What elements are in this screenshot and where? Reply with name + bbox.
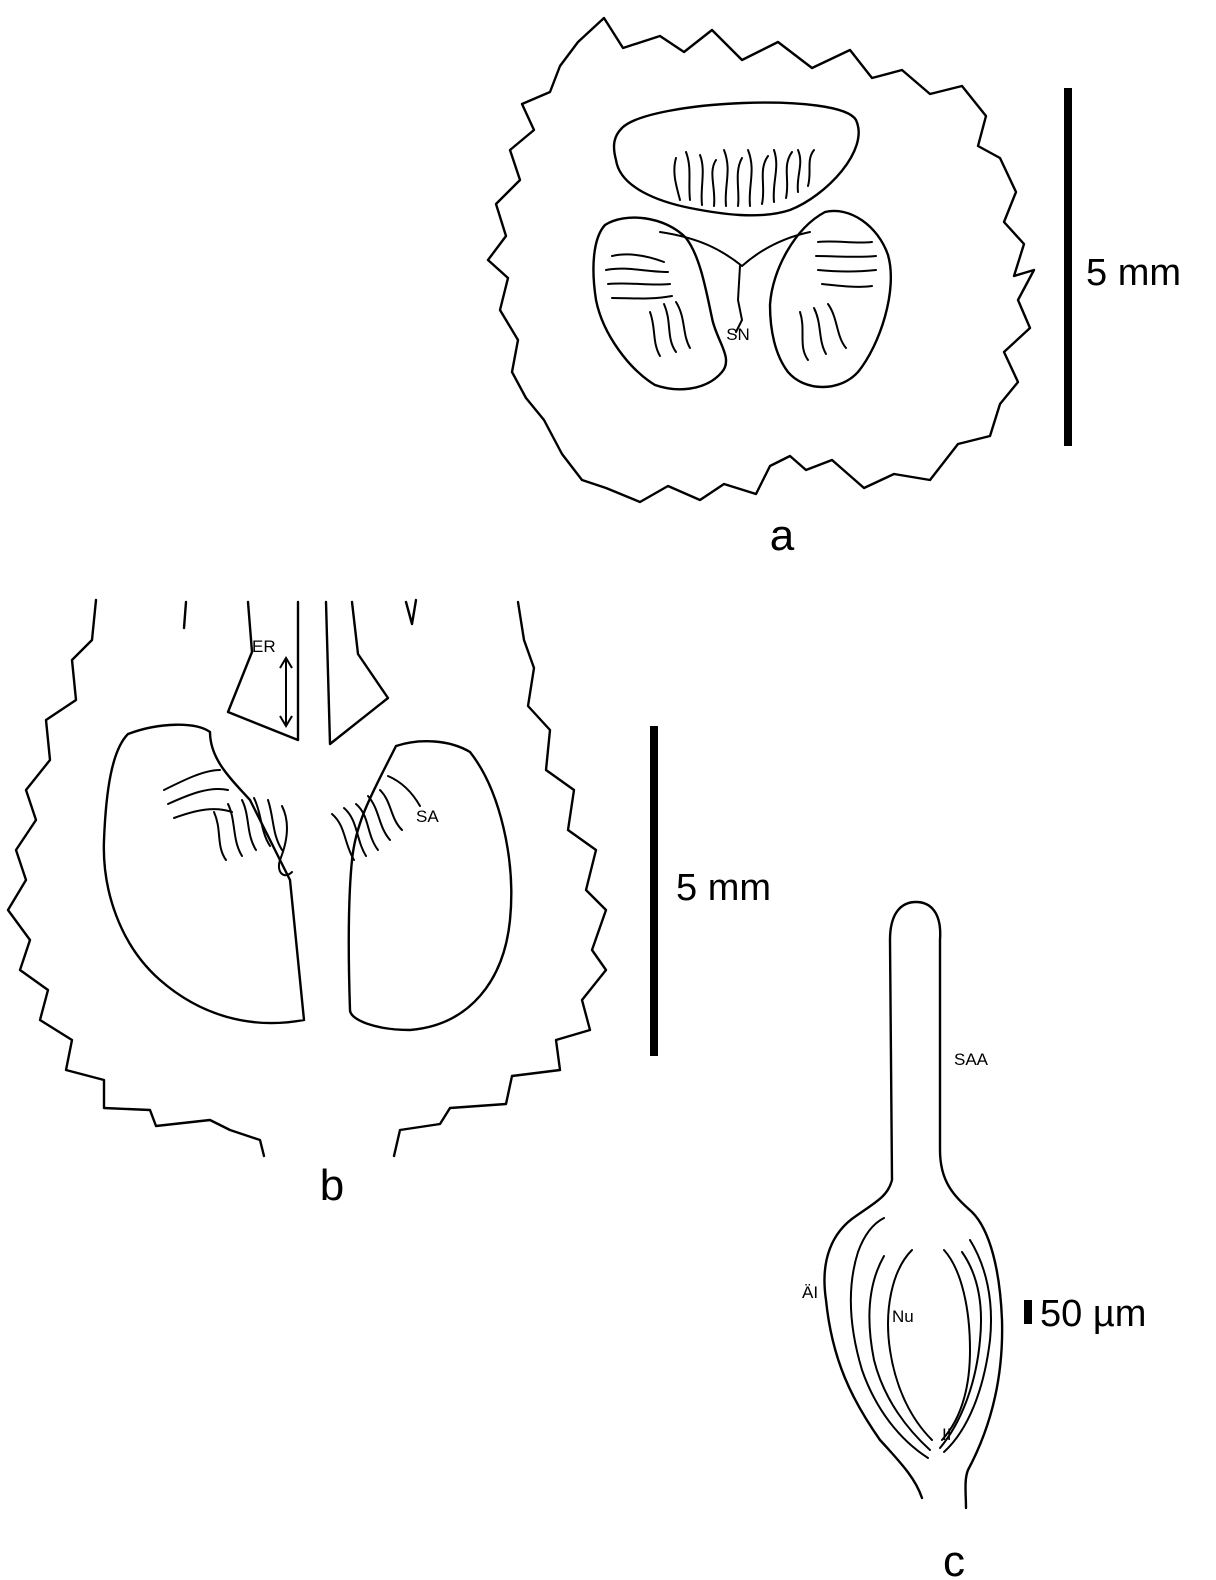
- panel-c-label-ai: ÄI: [802, 1283, 818, 1302]
- panel-a-top-locule: [614, 103, 859, 216]
- panel-c-label-ii: II: [942, 1425, 951, 1444]
- panel-c-label-nu: Nu: [892, 1307, 914, 1326]
- panel-a-outer-outline: [488, 18, 1034, 502]
- panel-b-label-sa: SA: [416, 807, 439, 826]
- panel-b-left-locule: [104, 725, 304, 1023]
- panel-b-er-arrow: [280, 658, 292, 726]
- panel-c-label-saa: SAA: [954, 1050, 989, 1069]
- panel-b-inner-tick-right: [406, 600, 416, 624]
- panel-a-scale-label: 5 mm: [1086, 252, 1181, 294]
- panel-b-inner-tick-left: [184, 602, 186, 628]
- panel-b-style-left: [228, 602, 298, 740]
- panel-c-nucellus: [888, 1250, 970, 1440]
- panel-a-label-sn: SN: [726, 325, 750, 344]
- panel-b-letter: b: [320, 1161, 344, 1210]
- panel-c: SAA ÄI Nu II 50 µm c: [802, 902, 1146, 1580]
- panel-b-style-right: [326, 602, 388, 744]
- panel-c-letter: c: [943, 1537, 965, 1580]
- panel-b: ER SA 5 mm b: [8, 600, 771, 1210]
- panel-b-outer-left-outline: [8, 600, 264, 1156]
- panel-b-right-locule: [349, 741, 512, 1030]
- panel-a-letter: a: [770, 511, 795, 560]
- panel-c-scale-label: 50 µm: [1040, 1293, 1146, 1335]
- panel-a: SN 5 mm a: [488, 18, 1181, 560]
- panel-b-label-er: ER: [252, 637, 276, 656]
- panel-b-scale-label: 5 mm: [676, 867, 771, 909]
- panel-b-seed-appendages: [164, 770, 420, 875]
- panel-b-outer-right-outline: [394, 602, 606, 1156]
- panel-c-inner-integument: [869, 1252, 981, 1450]
